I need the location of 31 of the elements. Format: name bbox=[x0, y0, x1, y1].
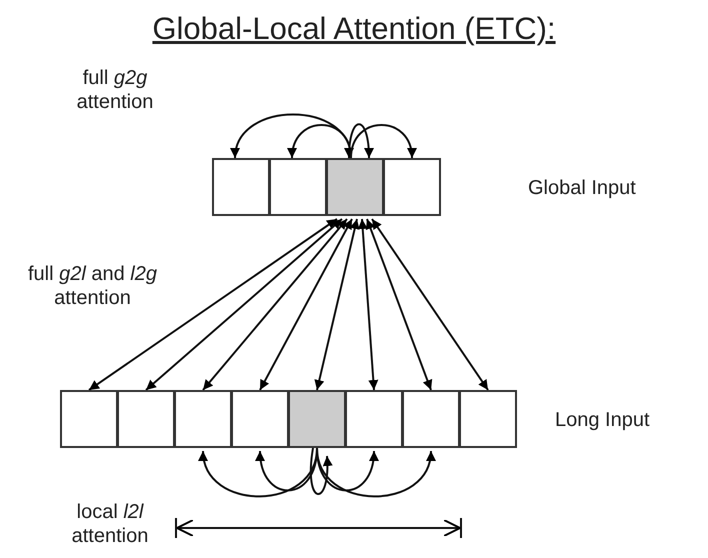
token-cell bbox=[402, 390, 460, 448]
token-cell bbox=[60, 390, 118, 448]
attention-arrow bbox=[371, 218, 489, 391]
token-cell bbox=[269, 158, 327, 216]
attention-label: full g2l and l2g attention bbox=[26, 262, 158, 310]
attention-arrow bbox=[202, 218, 348, 391]
attention-arrow bbox=[350, 124, 416, 158]
title: Global-Local Attention (ETC): bbox=[151, 10, 557, 48]
attention-label: local l2l attention bbox=[70, 500, 150, 548]
token-cell bbox=[174, 390, 232, 448]
attention-arrow bbox=[259, 218, 353, 390]
token-cell bbox=[212, 158, 270, 216]
attention-arrow bbox=[358, 218, 378, 390]
attention-arrow bbox=[310, 448, 332, 495]
token-cell bbox=[231, 390, 289, 448]
highlighted-token-cell bbox=[326, 158, 384, 216]
attention-label: full g2g attention bbox=[76, 66, 154, 114]
attention-arrow bbox=[145, 218, 343, 391]
row-label: Global Input bbox=[528, 176, 637, 200]
attention-arrow bbox=[288, 124, 352, 158]
token-cell bbox=[459, 390, 517, 448]
token-cell bbox=[383, 158, 441, 216]
attention-arrow bbox=[366, 218, 432, 390]
highlighted-token-cell bbox=[288, 390, 346, 448]
attention-arrow bbox=[314, 218, 360, 390]
row-label: Long Input bbox=[555, 408, 651, 432]
token-cell bbox=[345, 390, 403, 448]
attention-arrow bbox=[344, 123, 374, 158]
attention-arrow bbox=[316, 448, 434, 498]
attention-arrow bbox=[88, 218, 338, 391]
token-cell bbox=[117, 390, 175, 448]
